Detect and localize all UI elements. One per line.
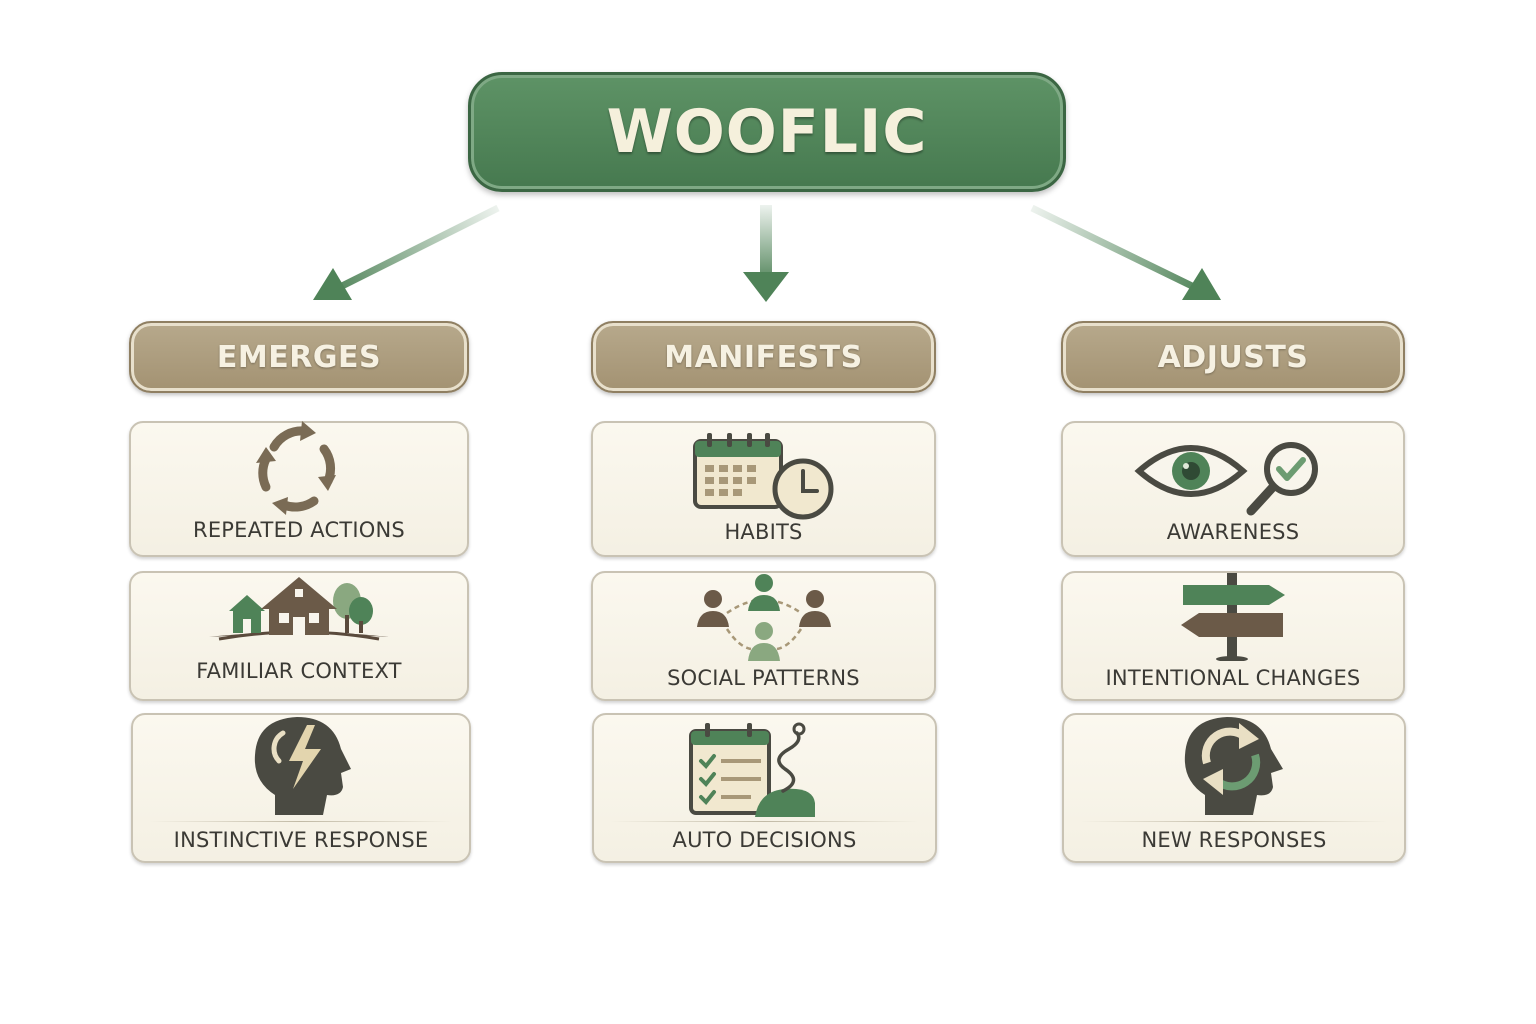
- column-header-manifests: MANIFESTS: [591, 321, 936, 393]
- card-new-responses: NEW RESPONSES: [1062, 713, 1406, 863]
- checklist-path-icon: [688, 722, 815, 817]
- head-lightning-icon: [254, 717, 351, 815]
- card-instinctive-response: INSTINCTIVE RESPONSE: [131, 713, 471, 863]
- card-divider: [1080, 821, 1388, 822]
- column-header-adjusts: ADJUSTS: [1061, 321, 1405, 393]
- card-label: FAMILIAR CONTEXT: [196, 659, 402, 683]
- column-title: MANIFESTS: [664, 339, 863, 375]
- card-familiar-context: FAMILIAR CONTEXT: [129, 571, 469, 701]
- house-landscape-icon: [209, 577, 389, 641]
- arrow-right: [1030, 204, 1221, 300]
- column-title: EMERGES: [216, 339, 382, 375]
- card-auto-decisions: AUTO DECISIONS: [592, 713, 937, 863]
- column-manifests: MANIFESTS HABITS: [591, 321, 937, 863]
- people-network-icon: [696, 574, 831, 661]
- card-label: INSTINCTIVE RESPONSE: [173, 828, 429, 852]
- calendar-clock-icon: [692, 433, 833, 520]
- signpost-icon: [1181, 573, 1285, 661]
- card-intentional-changes: INTENTIONAL CHANGES: [1061, 571, 1405, 701]
- card-divider: [610, 821, 919, 822]
- card-label: SOCIAL PATTERNS: [667, 666, 860, 690]
- arrow-left: [313, 204, 500, 300]
- root-node: WOOFLIC: [468, 72, 1066, 192]
- card-label: REPEATED ACTIONS: [193, 518, 405, 542]
- card-repeated-actions: REPEATED ACTIONS: [129, 421, 469, 557]
- card-habits: HABITS: [591, 421, 936, 557]
- card-label: AWARENESS: [1166, 520, 1300, 544]
- card-divider: [149, 821, 453, 822]
- head-refresh-icon: [1184, 717, 1283, 815]
- card-label: NEW RESPONSES: [1141, 828, 1327, 852]
- arrow-middle: [743, 205, 789, 302]
- column-title: ADJUSTS: [1157, 339, 1309, 375]
- column-adjusts: ADJUSTS AWARENESS INTENTIONAL CHANGES: [1061, 321, 1406, 863]
- root-title: WOOFLIC: [606, 97, 928, 167]
- column-header-emerges: EMERGES: [129, 321, 469, 393]
- eye-magnifier-icon: [1134, 442, 1318, 516]
- card-label: INTENTIONAL CHANGES: [1105, 666, 1361, 690]
- cycle-arrows-icon: [256, 421, 336, 515]
- column-emerges: EMERGES REPEATED ACTIONS: [129, 321, 471, 863]
- card-label: AUTO DECISIONS: [672, 828, 857, 852]
- card-social-patterns: SOCIAL PATTERNS: [591, 571, 936, 701]
- card-awareness: AWARENESS: [1061, 421, 1405, 557]
- card-label: HABITS: [724, 520, 803, 544]
